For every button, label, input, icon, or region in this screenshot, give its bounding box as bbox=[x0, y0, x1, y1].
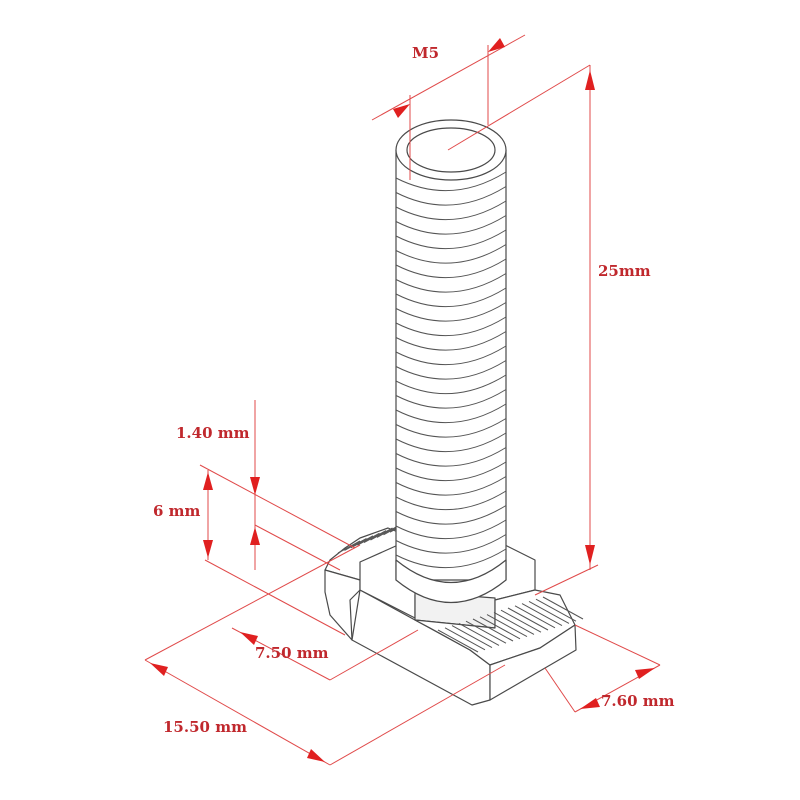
thread-line bbox=[395, 534, 507, 554]
thread-line bbox=[395, 171, 507, 192]
serration-line bbox=[528, 600, 570, 624]
thread-line bbox=[395, 186, 507, 206]
thread-line bbox=[395, 476, 507, 496]
thread-line bbox=[395, 432, 507, 453]
thread-line bbox=[395, 360, 507, 380]
thread-line bbox=[395, 215, 507, 235]
serration-line bbox=[465, 620, 507, 644]
serration-line bbox=[437, 629, 479, 653]
serration-line bbox=[344, 537, 367, 551]
serration-line bbox=[363, 530, 387, 544]
thread-line bbox=[395, 490, 507, 511]
dim-head-width-label: 7.60 mm bbox=[601, 692, 675, 710]
serration-line bbox=[350, 535, 374, 549]
thread-line bbox=[395, 519, 507, 540]
serrations-right bbox=[437, 596, 584, 653]
serration-line bbox=[521, 603, 563, 627]
thread-line bbox=[395, 447, 507, 467]
thread-line bbox=[395, 345, 507, 366]
bolt-shank bbox=[395, 119, 507, 604]
thread-line bbox=[395, 461, 507, 482]
thread-line bbox=[395, 331, 507, 351]
thread-line bbox=[395, 244, 507, 264]
serration-line bbox=[458, 622, 500, 646]
serration-line bbox=[486, 614, 528, 638]
dim-head-thickness-label: 1.40 mm bbox=[176, 424, 250, 442]
serration-line bbox=[507, 607, 549, 631]
serration-line bbox=[444, 627, 486, 651]
shank-chamfer bbox=[406, 127, 496, 173]
serration-line bbox=[337, 540, 361, 554]
dim-head-height-label: 6 mm bbox=[153, 502, 201, 520]
dimension-lines bbox=[144, 34, 661, 766]
thread-line bbox=[395, 505, 507, 525]
bolt-head bbox=[324, 527, 577, 706]
serration-line bbox=[479, 616, 521, 640]
thread-line bbox=[395, 418, 507, 438]
thread-line bbox=[395, 302, 507, 322]
serration-line bbox=[357, 532, 380, 546]
serration-line bbox=[370, 527, 393, 541]
bolt-threads bbox=[395, 171, 507, 569]
serration-line bbox=[514, 605, 556, 629]
thread-line bbox=[395, 548, 507, 569]
serration-line bbox=[376, 524, 400, 538]
thread-line bbox=[395, 229, 507, 250]
shank-bottom bbox=[395, 559, 507, 604]
dim-neck-width-label: 7.50 mm bbox=[255, 644, 329, 662]
serration-line bbox=[500, 609, 542, 633]
serration-line bbox=[472, 618, 514, 642]
thread-line bbox=[395, 200, 507, 221]
serration-line bbox=[542, 596, 584, 620]
serration-line bbox=[451, 625, 493, 649]
thread-line bbox=[395, 403, 507, 424]
dim-thread-label: M5 bbox=[412, 44, 439, 62]
thread-line bbox=[395, 316, 507, 337]
serration-line bbox=[535, 598, 577, 622]
thread-line bbox=[395, 374, 507, 395]
dim-length-label: 25mm bbox=[598, 262, 651, 280]
dim-head-length-label: 15.50 mm bbox=[163, 718, 247, 736]
thread-line bbox=[395, 258, 507, 279]
thread-line bbox=[395, 389, 507, 409]
thread-line bbox=[395, 287, 507, 308]
serration-line bbox=[493, 611, 535, 635]
thread-line bbox=[395, 273, 507, 293]
